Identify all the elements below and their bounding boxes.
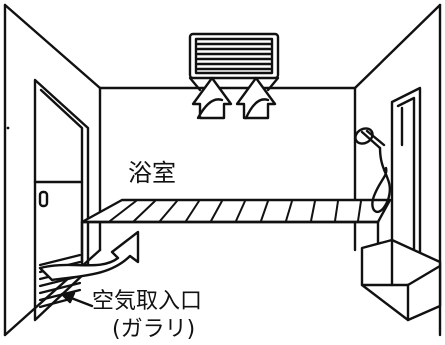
inlet-leader-arrow — [60, 291, 94, 308]
exhaust-airflow-arrows — [191, 76, 277, 120]
bath-cover-boards — [109, 200, 362, 222]
intake-airflow-arrow — [38, 230, 140, 282]
stray-mark — [6, 126, 10, 130]
room-label: 浴室 — [128, 159, 176, 187]
floor-step — [360, 238, 442, 322]
bathtub — [80, 198, 392, 264]
exhaust-fan — [188, 32, 280, 92]
inlet-sublabel: (ガラリ) — [112, 317, 195, 342]
room-walls — [3, 3, 442, 337]
inlet-label: 空気取入口 — [92, 289, 202, 314]
shower-head-icon — [354, 127, 392, 213]
